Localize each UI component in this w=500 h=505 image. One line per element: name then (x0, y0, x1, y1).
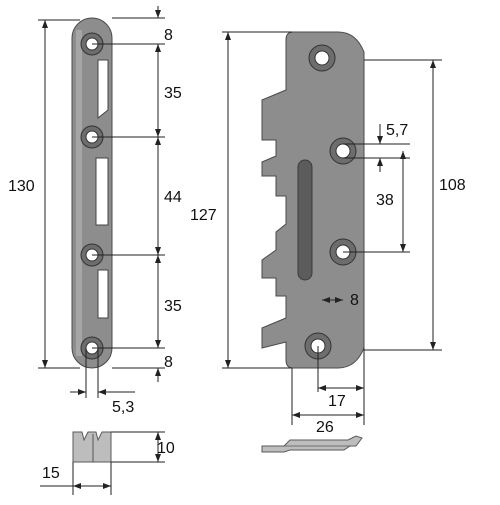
dim-right-width (291, 368, 364, 425)
dim-right-hole-pitch (343, 151, 410, 253)
dim-left-pitch3-label: 35 (164, 298, 182, 315)
left-bracket-plate (71, 17, 113, 369)
dim-left-total (38, 19, 80, 369)
dim-right-total-label: 127 (190, 207, 217, 224)
dim-left-pitch2-label: 44 (164, 189, 182, 206)
dim-left-hole-dia (70, 348, 135, 398)
right-hole-2 (329, 137, 357, 165)
dim-right-total (222, 31, 292, 369)
dim-left-section-height-label: 10 (157, 440, 175, 457)
dim-right-hole-pitch-label: 38 (376, 192, 394, 209)
left-section-view (72, 431, 112, 463)
dim-right-width-label: 26 (316, 419, 334, 436)
dim-right-hole-dia (343, 124, 410, 172)
dim-left-section (40, 431, 165, 495)
dim-right-slot-offset-label: 8 (350, 292, 359, 309)
dim-right-slot-offset (322, 297, 343, 303)
right-bracket-plate (261, 31, 365, 369)
dim-right-hole-span-label: 108 (439, 177, 466, 194)
dim-right-hole-span (364, 59, 442, 351)
dim-right-hole-dia-label: 5,7 (386, 122, 408, 139)
dim-left-chain (92, 6, 165, 382)
dim-left-section-width-label: 15 (42, 465, 60, 482)
dim-left-top-edge-label: 8 (164, 27, 173, 44)
dim-left-hole-dia-label: 5,3 (112, 399, 134, 416)
dim-left-total-label: 130 (8, 178, 35, 195)
right-hole-1 (308, 44, 336, 72)
dim-right-hole-to-edge-label: 17 (328, 393, 346, 410)
dim-left-pitch1-label: 35 (164, 85, 182, 102)
right-side-profile (261, 435, 363, 453)
dim-left-bottom-edge-label: 8 (164, 354, 173, 371)
dim-right-hole-to-edge (317, 346, 365, 425)
